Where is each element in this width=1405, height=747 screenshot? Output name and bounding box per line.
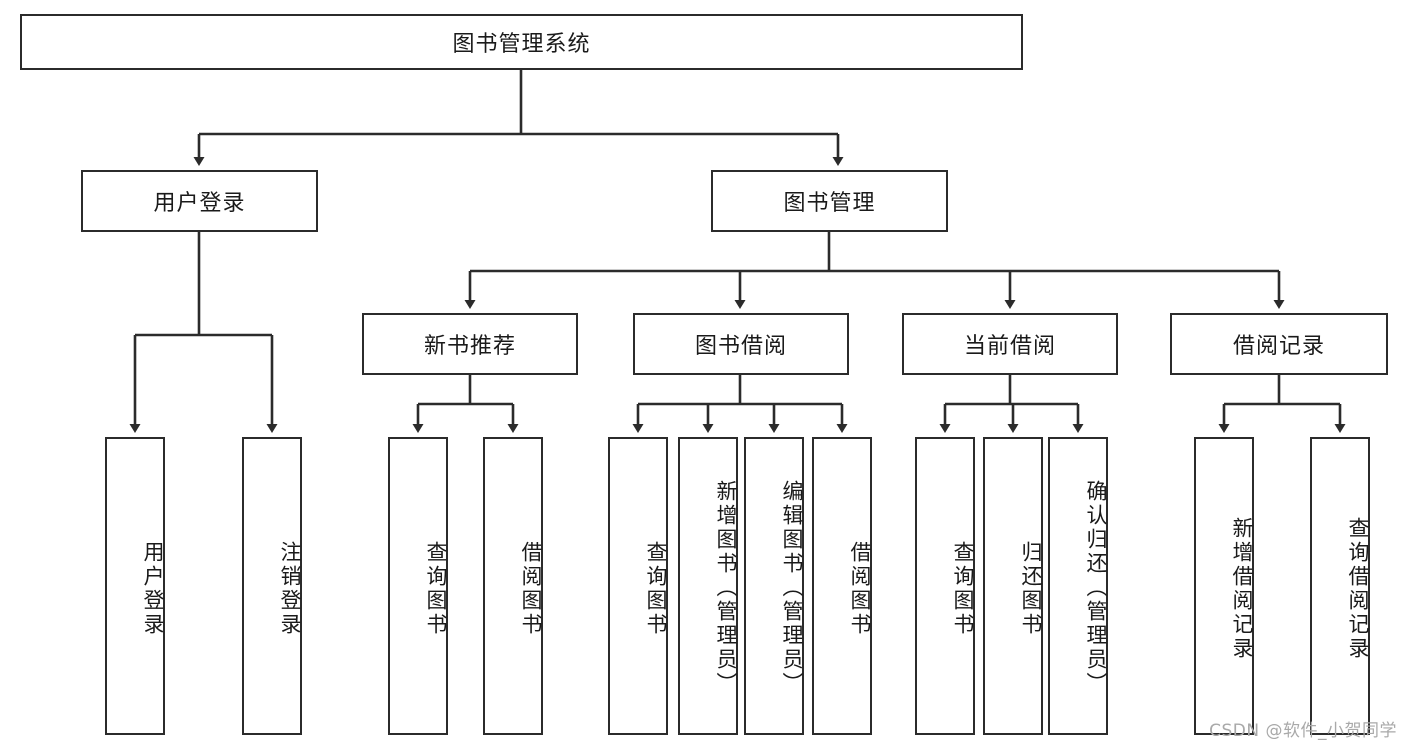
node-leaf-user-logout[interactable]: 注销登录 xyxy=(242,437,302,735)
node-label: 用户登录 xyxy=(141,541,165,637)
node-current-borrow[interactable]: 当前借阅 xyxy=(902,313,1118,375)
node-label: 查询图书 xyxy=(644,541,668,637)
watermark-text: CSDN @软件_小贺同学 xyxy=(1209,721,1397,741)
node-label: 查询借阅记录 xyxy=(1346,517,1370,661)
node-label: 查询图书 xyxy=(424,541,448,637)
node-label: 用户登录 xyxy=(153,191,246,216)
node-label: 归还图书 xyxy=(1019,541,1043,637)
node-label: 当前借阅 xyxy=(963,334,1056,359)
node-leaf-query-book-current[interactable]: 查询图书 xyxy=(915,437,975,735)
node-leaf-borrow-book-recommend[interactable]: 借阅图书 xyxy=(483,437,543,735)
node-user-login[interactable]: 用户登录 xyxy=(81,170,318,232)
node-leaf-confirm-return-admin[interactable]: 确认归还（管理员） xyxy=(1048,437,1108,735)
node-label: 图书管理 xyxy=(783,191,876,216)
node-label: 借阅图书 xyxy=(848,541,872,637)
node-label: 图书管理系统 xyxy=(452,32,591,57)
node-book-management[interactable]: 图书管理 xyxy=(711,170,948,232)
node-label: 编辑图书（管理员） xyxy=(780,480,804,696)
node-borrow-record[interactable]: 借阅记录 xyxy=(1170,313,1388,375)
node-new-book-recommend[interactable]: 新书推荐 xyxy=(362,313,578,375)
node-leaf-borrow-book[interactable]: 借阅图书 xyxy=(812,437,872,735)
node-leaf-query-borrow-record[interactable]: 查询借阅记录 xyxy=(1310,437,1370,735)
node-label: 查询图书 xyxy=(951,541,975,637)
node-label: 注销登录 xyxy=(278,541,302,637)
node-leaf-user-login[interactable]: 用户登录 xyxy=(105,437,165,735)
node-label: 新书推荐 xyxy=(423,334,516,359)
node-leaf-return-book[interactable]: 归还图书 xyxy=(983,437,1043,735)
node-leaf-add-book-admin[interactable]: 新增图书（管理员） xyxy=(678,437,738,735)
node-label: 确认归还（管理员） xyxy=(1084,480,1108,696)
node-leaf-edit-book-admin[interactable]: 编辑图书（管理员） xyxy=(744,437,804,735)
node-label: 借阅图书 xyxy=(519,541,543,637)
node-root-book-management-system[interactable]: 图书管理系统 xyxy=(20,14,1023,70)
node-label: 图书借阅 xyxy=(694,334,787,359)
node-leaf-query-book-recommend[interactable]: 查询图书 xyxy=(388,437,448,735)
node-label: 新增图书（管理员） xyxy=(714,480,738,696)
node-book-borrow[interactable]: 图书借阅 xyxy=(633,313,849,375)
node-label: 借阅记录 xyxy=(1232,334,1325,359)
node-leaf-query-book-borrow[interactable]: 查询图书 xyxy=(608,437,668,735)
node-label: 新增借阅记录 xyxy=(1230,517,1254,661)
node-leaf-add-borrow-record[interactable]: 新增借阅记录 xyxy=(1194,437,1254,735)
